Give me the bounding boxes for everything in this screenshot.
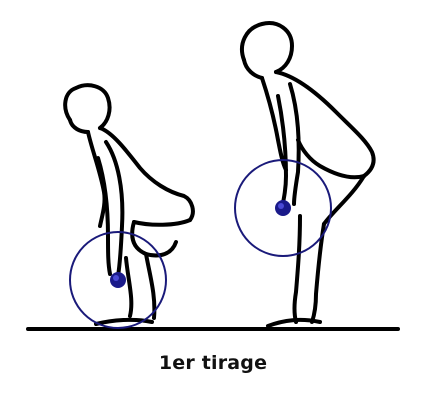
right-bar-dot-highlight — [278, 203, 284, 209]
right-bar-circle — [234, 159, 332, 257]
diagram-caption: 1er tirage — [158, 352, 268, 374]
left-bar-circle — [69, 231, 167, 329]
right-arm — [288, 82, 301, 206]
left-thigh-lower — [130, 220, 178, 258]
right-face — [242, 58, 264, 80]
right-leg-back — [292, 214, 302, 324]
left-face — [68, 118, 90, 134]
right-arm-inner — [276, 94, 288, 210]
left-figure — [63, 83, 195, 326]
left-head — [63, 83, 112, 130]
left-arm-inner — [96, 156, 112, 276]
left-foot — [94, 317, 154, 326]
right-thigh — [322, 174, 366, 226]
right-chest — [260, 76, 288, 172]
left-bar-dot-highlight — [113, 275, 119, 281]
left-thigh-top — [132, 218, 192, 227]
right-leg-front — [310, 222, 326, 324]
left-back — [98, 126, 195, 222]
right-back — [274, 70, 376, 178]
left-shin-front — [144, 252, 157, 320]
right-hip — [296, 138, 366, 180]
left-arm — [104, 140, 125, 278]
right-foot — [266, 317, 322, 328]
deadlift-diagram — [26, 21, 400, 331]
left-shin-back — [124, 256, 134, 318]
right-figure — [240, 21, 376, 328]
right-head — [240, 21, 294, 74]
